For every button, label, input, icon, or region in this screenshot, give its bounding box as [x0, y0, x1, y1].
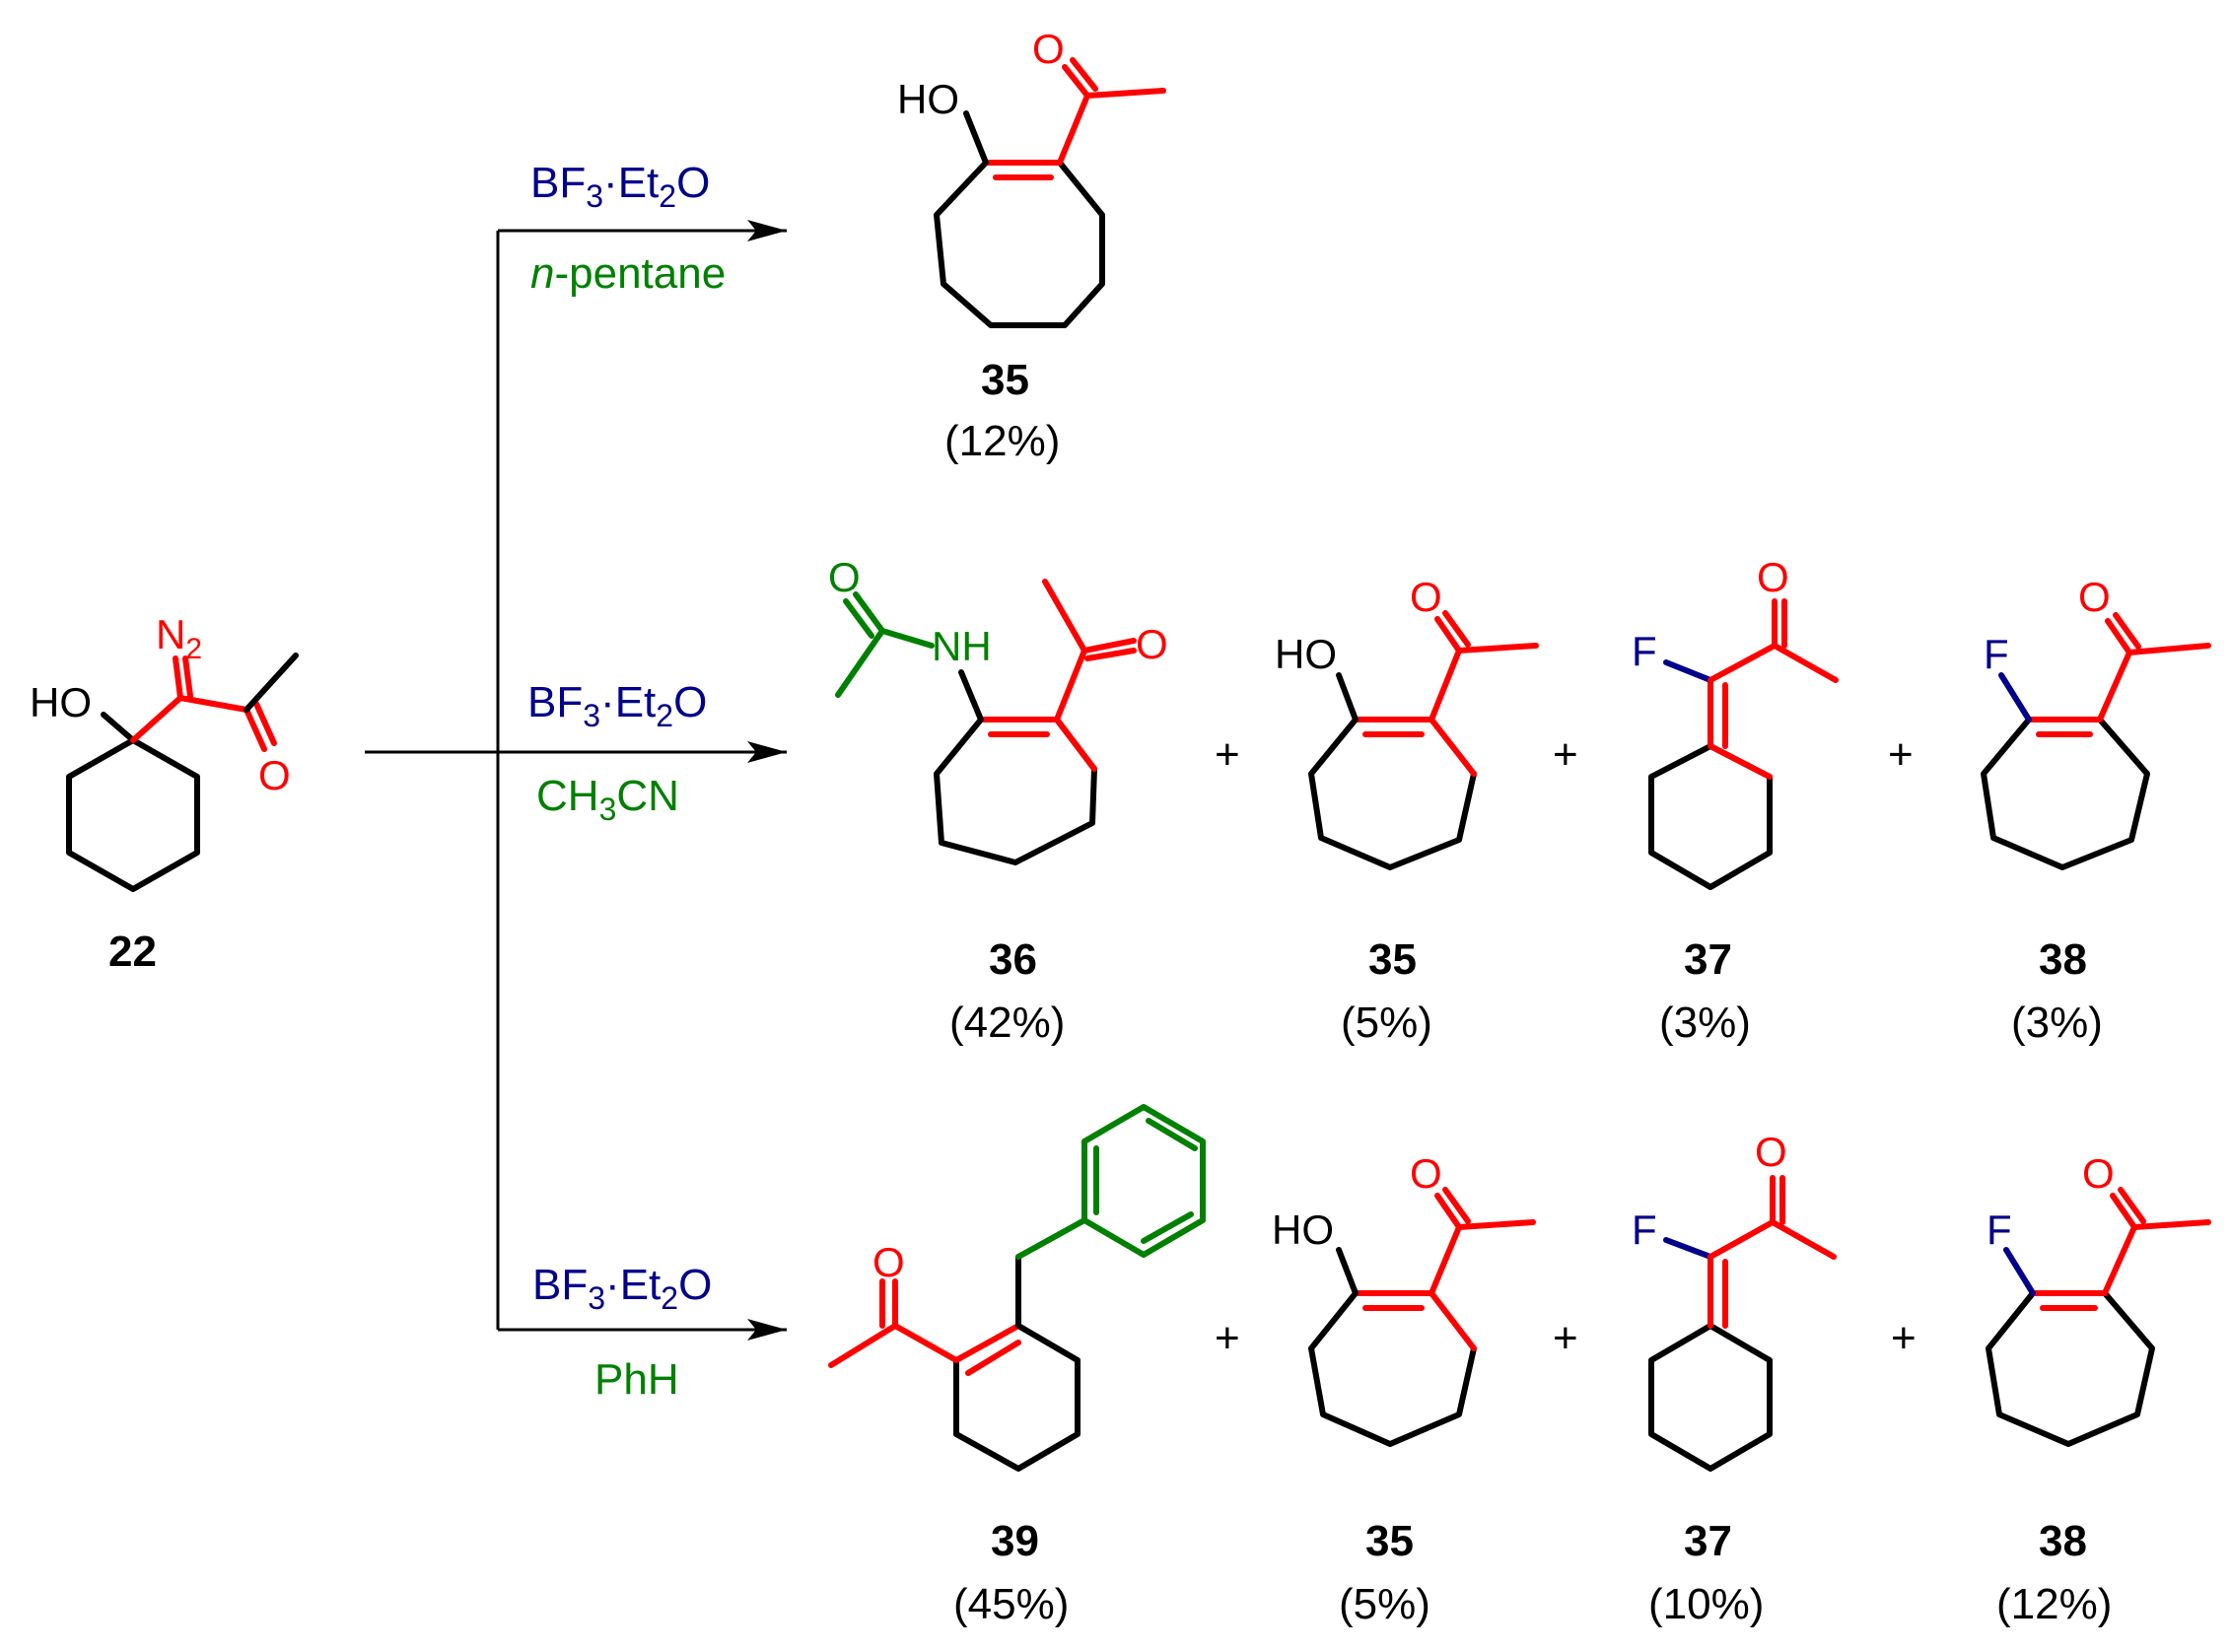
conditions-row-2: BF3·Et2O CH3CN	[527, 678, 707, 827]
compound-label: 38	[2039, 1517, 2087, 1565]
plus-sign: +	[1215, 730, 1240, 779]
plus-sign: +	[1891, 1314, 1917, 1362]
fluorine-label: F	[1632, 628, 1657, 674]
solvent-label: CH3CN	[536, 772, 679, 827]
reaction-arrows	[365, 220, 787, 1341]
carbonyl-o-label: O	[1032, 26, 1065, 72]
conditions-row-1: BF3·Et2O n-pentane	[530, 159, 726, 298]
nh-label: NH	[932, 623, 992, 669]
hydroxyl-label: HO	[1275, 631, 1337, 677]
compound-37-row3: F O 37 (10%)	[1632, 1129, 1837, 1628]
yield-label: (3%)	[2011, 998, 2103, 1047]
yield-label: (3%)	[1659, 998, 1751, 1047]
compound-36: NH O O 36 (42%)	[828, 554, 1168, 1047]
yield-label: (45%)	[953, 1580, 1069, 1628]
compound-35-row3: HO O 35 (5%)	[1272, 1150, 1536, 1628]
compound-label: 22	[108, 928, 157, 976]
plus-sign: +	[1553, 1314, 1578, 1362]
plus-sign: +	[1215, 1314, 1240, 1362]
diazo-label: N2	[156, 611, 202, 665]
compound-label: 38	[2039, 935, 2087, 984]
carbonyl-o-label: O	[872, 1239, 905, 1285]
carbonyl-o-label: O	[828, 554, 861, 600]
compound-37-row2: F O 37 (3%)	[1632, 554, 1839, 1047]
hydroxyl-label: HO	[30, 679, 92, 725]
plus-sign: +	[1888, 730, 1914, 779]
carbonyl-o-label: O	[1410, 574, 1442, 620]
compound-label: 35	[1365, 1517, 1414, 1565]
carbonyl-o-label: O	[1136, 621, 1168, 667]
yield-label: (10%)	[1648, 1580, 1764, 1628]
carbonyl-o-label: O	[1410, 1150, 1442, 1197]
compound-label: 37	[1684, 935, 1732, 984]
fluorine-label: F	[1632, 1206, 1657, 1253]
carbonyl-o-label: O	[1757, 554, 1789, 600]
compound-label: 39	[991, 1517, 1039, 1565]
plus-sign: +	[1553, 730, 1578, 779]
conditions-row-3: BF3·Et2O PhH	[532, 1261, 712, 1404]
yield-label: (12%)	[944, 417, 1060, 465]
compound-label: 35	[981, 356, 1029, 404]
yield-label: (42%)	[949, 998, 1065, 1047]
carbonyl-o-label: O	[2078, 574, 2111, 620]
carbonyl-o-label: O	[1755, 1129, 1787, 1175]
hydroxyl-label: HO	[1272, 1206, 1334, 1253]
compound-label: 36	[989, 935, 1037, 984]
compound-38-row2: F O 38 (3%)	[1981, 574, 2211, 1047]
hydroxyl-label: HO	[897, 76, 959, 122]
reagent-label: BF3·Et2O	[530, 159, 710, 214]
fluorine-label: F	[1984, 631, 2009, 677]
solvent-label: PhH	[594, 1355, 679, 1404]
solvent-label: n-pentane	[530, 249, 726, 298]
compound-39: O 39 (45%)	[828, 1104, 1206, 1628]
compound-label: 37	[1684, 1517, 1732, 1565]
compound-35-row1: HO O 35 (12%)	[897, 26, 1166, 465]
yield-label: (5%)	[1339, 1580, 1430, 1628]
fluorine-label: F	[1987, 1206, 2012, 1253]
compound-38-row3: F O 38 (12%)	[1986, 1150, 2211, 1628]
compound-22: HO N2 O 22	[30, 611, 299, 976]
yield-label: (12%)	[1996, 1580, 2112, 1628]
compound-35-row2: HO O 35 (5%)	[1275, 574, 1539, 1047]
carbonyl-o-label: O	[2082, 1150, 2115, 1197]
carbonyl-o-label: O	[258, 752, 291, 798]
compound-label: 35	[1368, 935, 1417, 984]
reagent-label: BF3·Et2O	[532, 1261, 712, 1316]
reagent-label: BF3·Et2O	[527, 678, 707, 733]
yield-label: (5%)	[1341, 998, 1432, 1047]
